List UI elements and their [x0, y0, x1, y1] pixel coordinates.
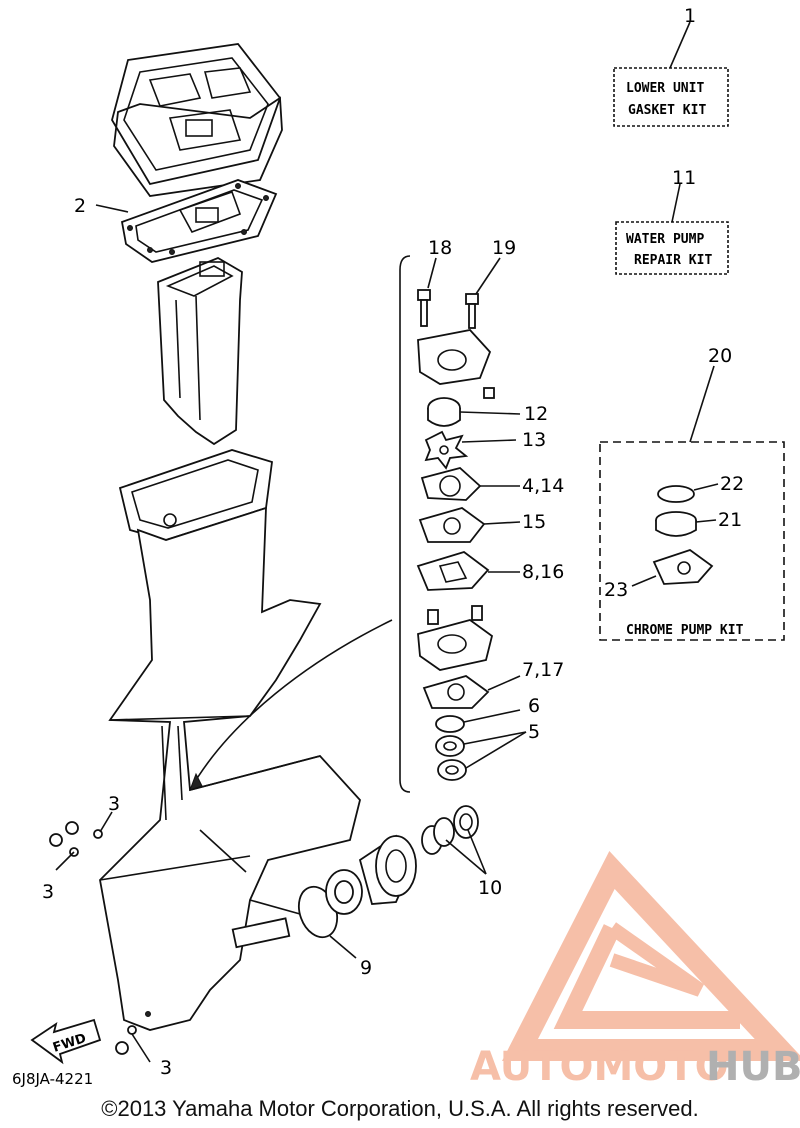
callout-13: 13 — [522, 429, 546, 451]
gasket-8-16 — [416, 551, 490, 591]
gasket-stack-top — [111, 43, 283, 197]
chrome-pump-kit-box: 20 CHROME PUMP KIT 22 21 23 — [599, 345, 785, 641]
water-pump-repair-kit-box: 11 WATER PUMP REPAIR KIT — [615, 167, 729, 275]
part-23 — [652, 548, 714, 585]
lower-unit-line1: LOWER UNIT — [626, 81, 704, 96]
bolt-18 — [417, 289, 431, 327]
callout-3-top: 3 — [108, 793, 120, 815]
lower-unit-body — [99, 506, 361, 1031]
bolt-3-lower — [115, 1025, 137, 1055]
callout-9: 9 — [360, 957, 372, 979]
callout-23: 23 — [604, 579, 628, 601]
impeller-13 — [424, 430, 469, 470]
callout-11: 11 — [672, 167, 696, 189]
callout-12: 12 — [524, 403, 548, 425]
callout-5: 5 — [528, 721, 540, 743]
watermark-text-1: AUTOMOTO — [470, 1044, 729, 1090]
callout-8-16: 8,16 — [522, 561, 564, 583]
copyright-line: ©2013 Yamaha Motor Corporation, U.S.A. A… — [101, 1096, 699, 1121]
chrome-pump-kit-label: CHROME PUMP KIT — [626, 623, 744, 638]
watermark-text-2: HUB — [706, 1044, 800, 1090]
drive-shaft-housing — [157, 257, 243, 446]
part-21 — [655, 511, 697, 537]
water-pump-line2: REPAIR KIT — [634, 253, 712, 268]
oil-seals-5 — [435, 735, 467, 781]
callout-3-bottom: 3 — [160, 1057, 172, 1079]
callout-21: 21 — [718, 509, 742, 531]
lower-unit-line2: GASKET KIT — [628, 103, 706, 118]
bolt-19 — [465, 293, 479, 329]
bolt-3-upper — [49, 821, 103, 857]
callout-15: 15 — [522, 511, 546, 533]
callout-6: 6 — [528, 695, 540, 717]
callout-22: 22 — [720, 473, 744, 495]
lower-unit-gasket-kit-box: 1 LOWER UNIT GASKET KIT — [613, 5, 729, 127]
gasket-4-14 — [420, 467, 482, 501]
gasket-7-17 — [422, 675, 490, 709]
cartridge-insert-12 — [427, 397, 461, 427]
water-pump-line1: WATER PUMP — [626, 232, 704, 247]
seal-bearing-housing — [325, 805, 479, 915]
callout-10: 10 — [478, 877, 502, 899]
pump-base — [417, 605, 494, 671]
callout-7-17: 7,17 — [522, 659, 564, 681]
callout-3-left: 3 — [42, 881, 54, 903]
callout-2: 2 — [74, 195, 86, 217]
callout-18: 18 — [428, 237, 452, 259]
gasket-2 — [120, 179, 278, 263]
callout-19: 19 — [492, 237, 516, 259]
bracket — [399, 255, 411, 793]
o-ring-6 — [435, 715, 465, 733]
part-22 — [657, 485, 695, 503]
callout-20: 20 — [708, 345, 732, 367]
plate-15 — [418, 507, 486, 543]
callout-1: 1 — [684, 5, 696, 27]
automotohub-logo: AUTOMOTO HUB — [470, 851, 800, 1090]
fwd-arrow-icon: FWD — [30, 1018, 102, 1065]
diagram-code: 6J8JA-4221 — [12, 1070, 93, 1088]
pump-housing — [417, 329, 495, 399]
callout-4-14: 4,14 — [522, 475, 564, 497]
